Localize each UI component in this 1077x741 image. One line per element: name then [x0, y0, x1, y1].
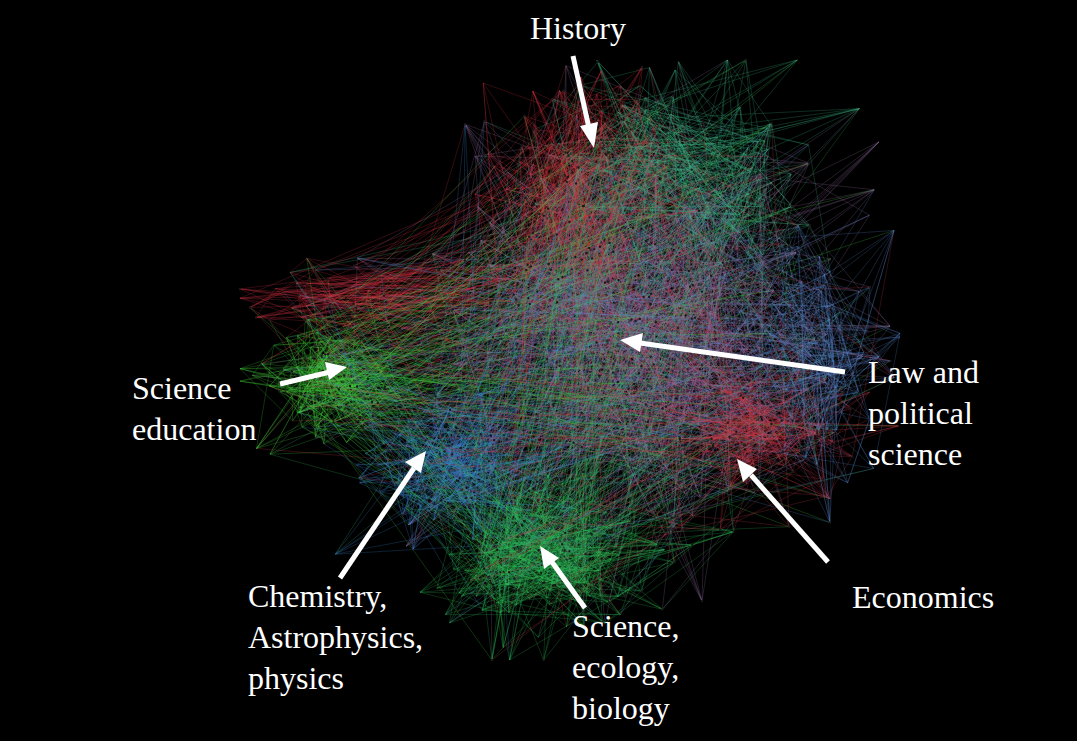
- leader-arrow: [573, 56, 589, 128]
- leader-arrow: [751, 475, 828, 562]
- arrow-head: [325, 362, 347, 380]
- region-label: Science education: [132, 368, 307, 450]
- region-label: Chemistry, Astrophysics, physics: [248, 576, 480, 699]
- network-edges: [282, 104, 900, 623]
- arrow-head: [405, 451, 426, 473]
- leader-arrow: [640, 343, 845, 372]
- arrow-head: [540, 546, 559, 569]
- leader-arrow: [280, 372, 330, 384]
- network-nodes: [239, 59, 892, 661]
- arrow-head: [580, 122, 598, 148]
- region-label: Law and political science: [868, 352, 1043, 475]
- leader-arrow: [552, 562, 585, 608]
- arrow-head: [620, 333, 643, 352]
- leader-arrow: [340, 468, 414, 578]
- region-label: Economics: [852, 577, 1062, 618]
- arrow-head: [737, 459, 757, 482]
- region-label: History: [530, 8, 730, 49]
- region-label: Science, ecology, biology: [572, 606, 727, 729]
